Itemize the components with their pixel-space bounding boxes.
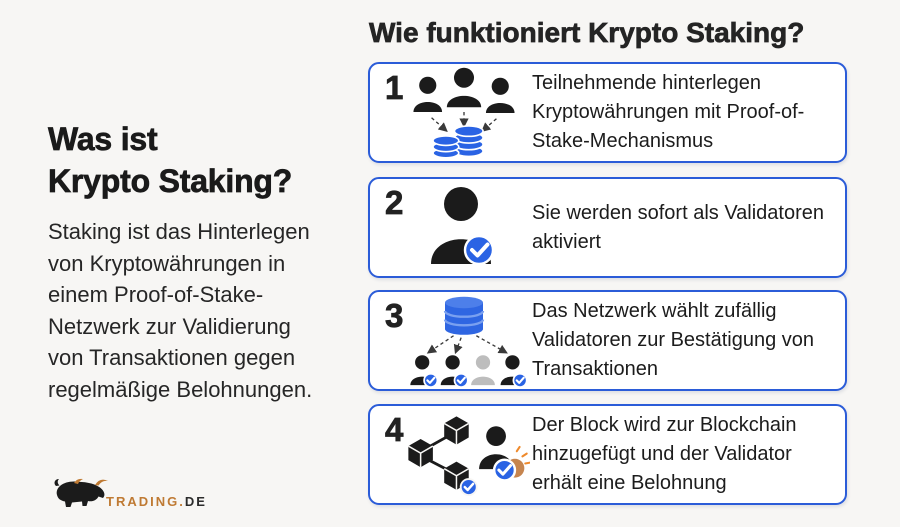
intro-panel: Was ist Krypto Staking? Staking ist das …	[48, 0, 363, 527]
step-number: 1	[385, 69, 404, 107]
intro-description: Staking ist das Hinterlegen von Kryptowä…	[48, 216, 312, 405]
description-line: Netzwerk zur Validierung	[48, 313, 291, 339]
brand-name: TRADING.DE	[106, 494, 207, 509]
description-line: einem Proof-of-Stake-	[48, 282, 264, 307]
step-card-4: 4	[368, 404, 847, 505]
description-line: regelmäßige Belohnungen.	[48, 376, 313, 402]
participants-deposit-icon	[398, 64, 530, 161]
section-title: Wie funktioniert Krypto Staking?	[369, 17, 805, 49]
step-card-1: 1	[368, 62, 847, 163]
brand-name-primary: TRADING.	[106, 494, 185, 509]
bull-icon	[50, 474, 112, 517]
network-selects-validators-icon	[398, 292, 530, 389]
brand-logo: TRADING.DE	[50, 474, 207, 517]
step-text: Teilnehmende hinterlegen Kryptowährungen…	[532, 72, 805, 152]
step-text: Sie werden sofort als Validatoren aktivi…	[532, 201, 825, 253]
step-card-3: 3	[368, 290, 847, 391]
step-card-2: 2 Sie werden sofort als Validatoren akti…	[368, 177, 847, 278]
description-line: von Kryptowährungen in	[48, 250, 286, 276]
validator-activated-icon	[398, 179, 530, 276]
block-added-reward-icon	[398, 406, 530, 503]
description-line: von Transaktionen gegen	[48, 345, 296, 370]
page-title-line: Was ist	[48, 121, 158, 158]
page-title-line: Krypto Staking?	[48, 163, 293, 200]
description-line: Staking ist das Hinterlegen	[48, 219, 310, 244]
step-number: 2	[385, 184, 404, 222]
step-text: Der Block wird zur Blockchain hinzugefüg…	[532, 414, 797, 494]
brand-name-secondary: DE	[184, 494, 207, 509]
step-number: 4	[385, 411, 404, 449]
page-title: Was ist Krypto Staking?	[48, 118, 293, 202]
step-text: Das Netzwerk wählt zufällig Validatoren …	[532, 300, 815, 380]
step-number: 3	[385, 297, 404, 335]
